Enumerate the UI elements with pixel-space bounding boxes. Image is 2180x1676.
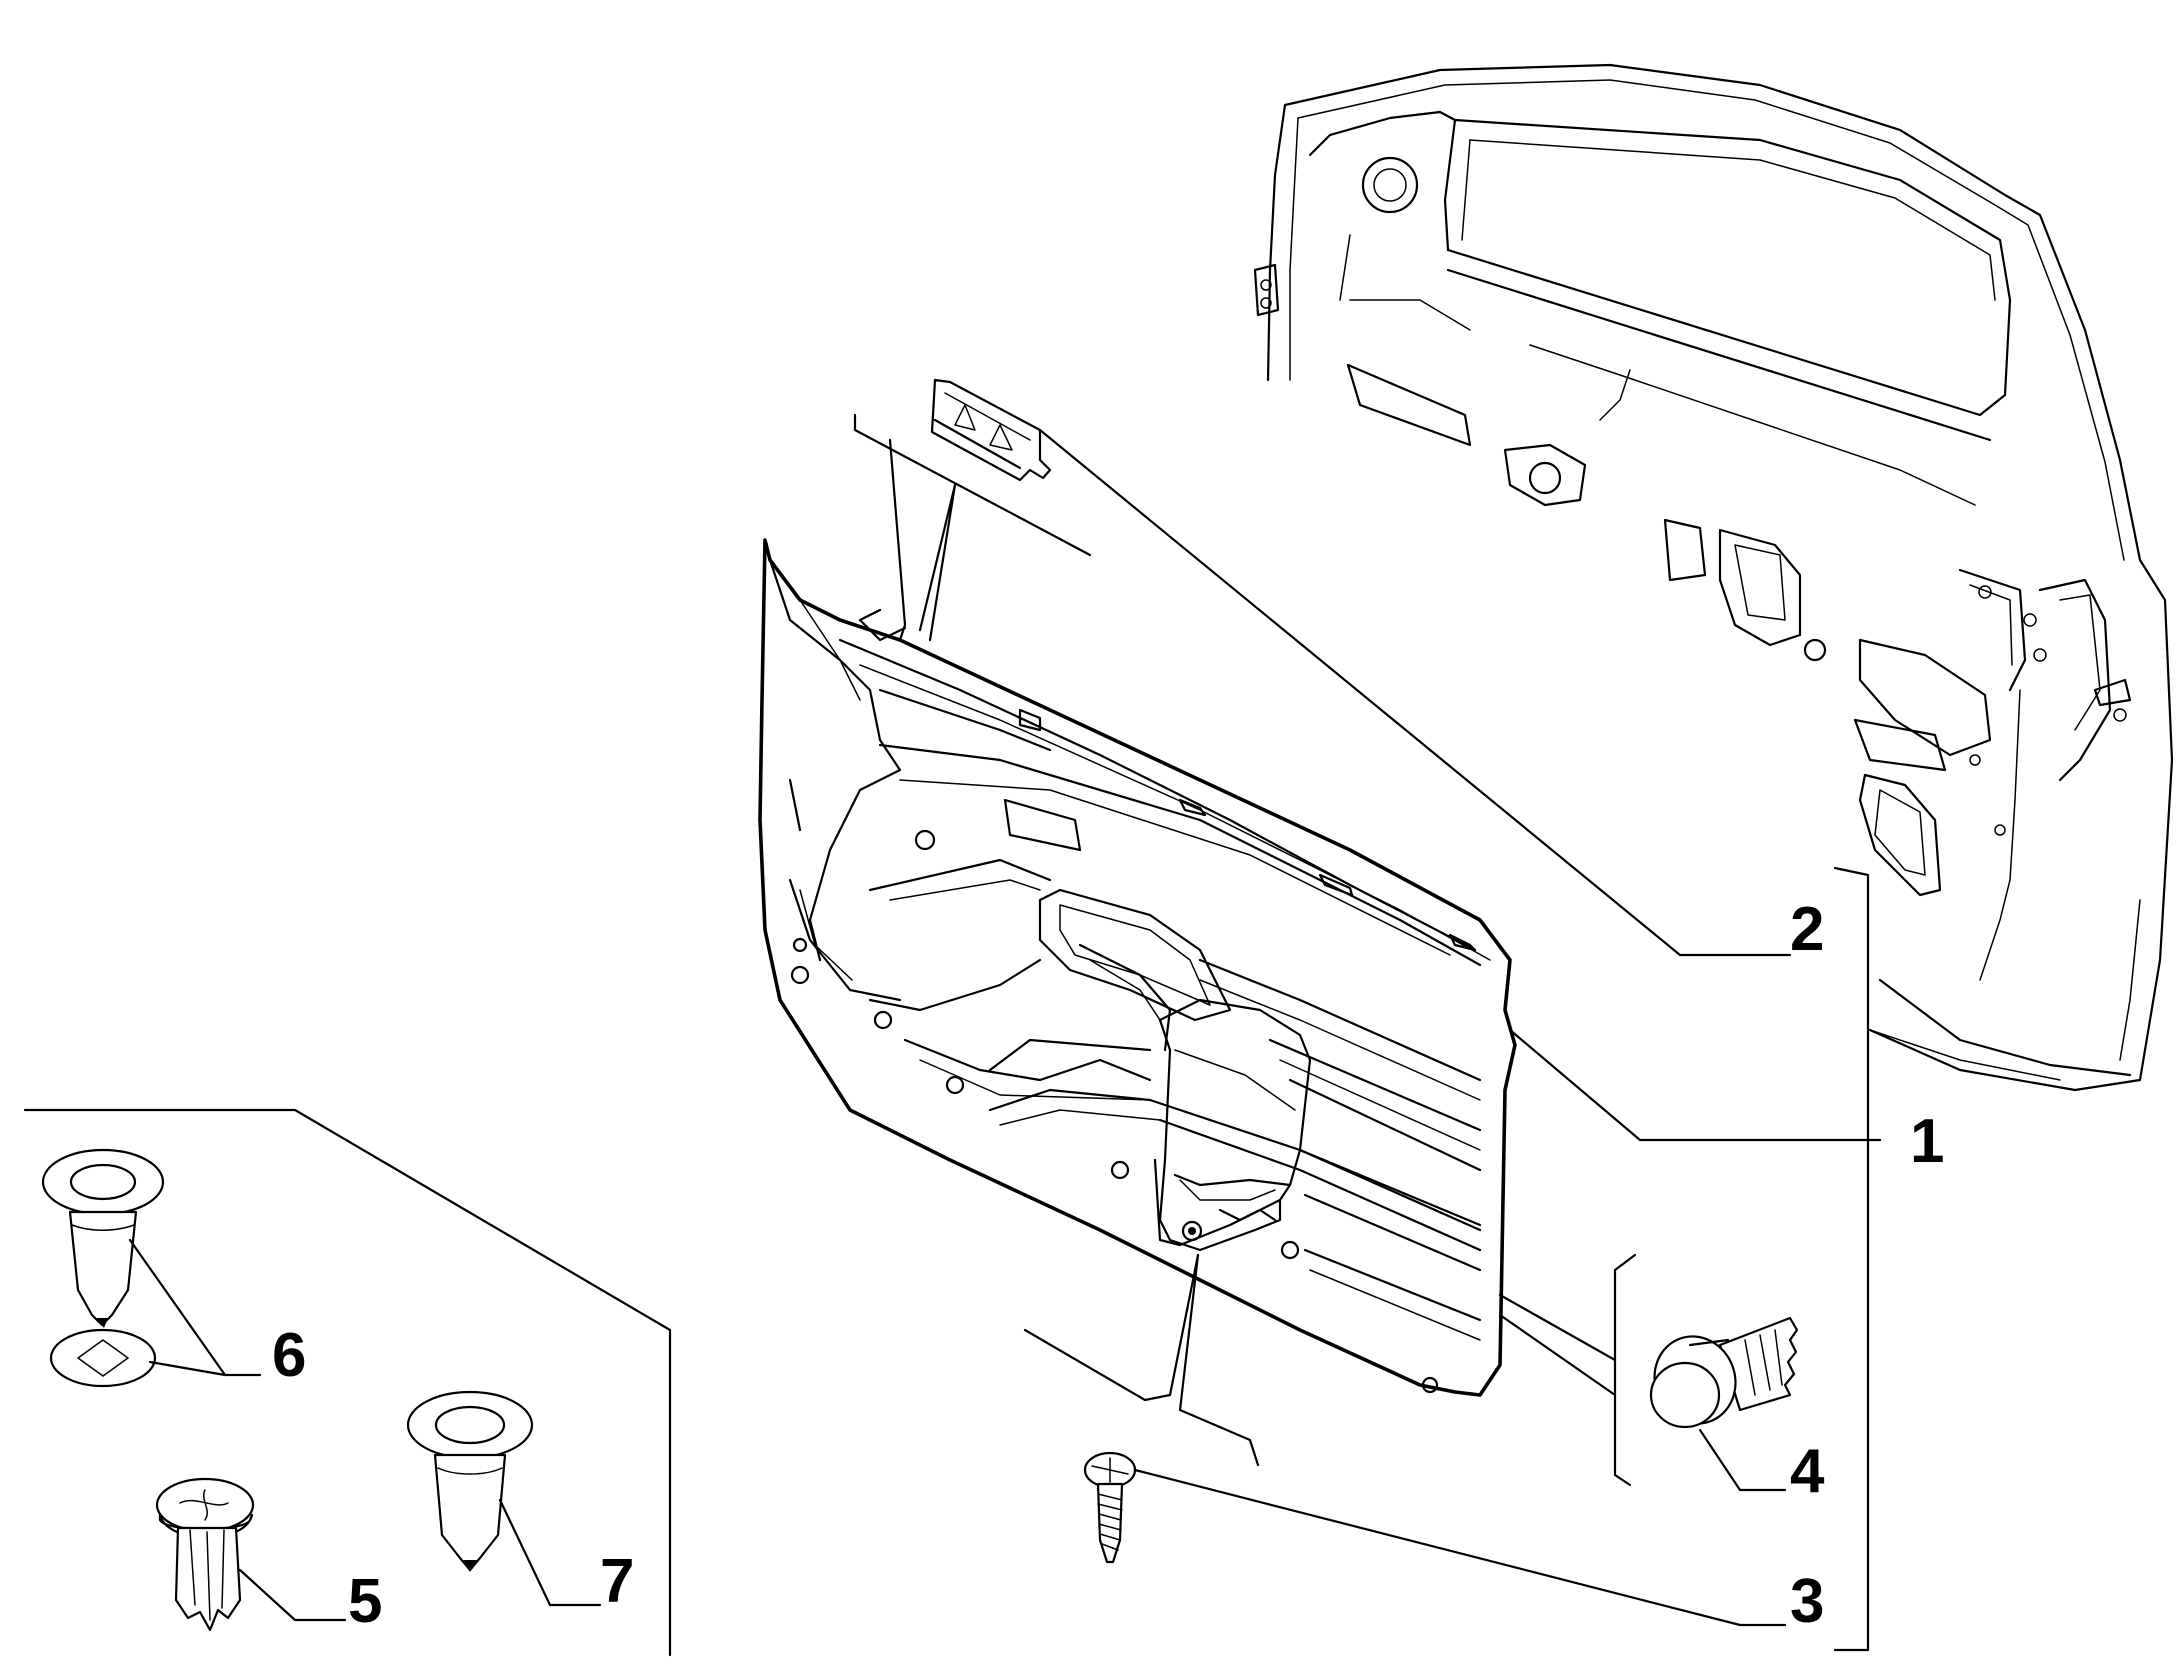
callout-labels: 1 2 3 4 5 6 7 bbox=[272, 895, 1944, 1636]
callout-5: 5 bbox=[348, 1567, 382, 1636]
callout-1: 1 bbox=[1910, 1107, 1944, 1176]
expansion-rivet bbox=[155, 1477, 255, 1632]
clip-with-washer bbox=[41, 1148, 165, 1388]
door-trim-panel bbox=[758, 438, 1517, 1397]
callout-3: 3 bbox=[1790, 1567, 1824, 1636]
door-shell bbox=[1253, 63, 2174, 1092]
callout-6: 6 bbox=[272, 1321, 306, 1390]
leader-lines bbox=[23, 413, 1882, 1657]
self-tapping-screw bbox=[1083, 1451, 1137, 1564]
callout-4: 4 bbox=[1790, 1437, 1825, 1506]
clip-bracket bbox=[930, 378, 1052, 482]
callout-2: 2 bbox=[1790, 895, 1824, 964]
push-fastener bbox=[1649, 1316, 1799, 1429]
push-clip bbox=[406, 1390, 534, 1572]
callout-7: 7 bbox=[600, 1547, 634, 1616]
